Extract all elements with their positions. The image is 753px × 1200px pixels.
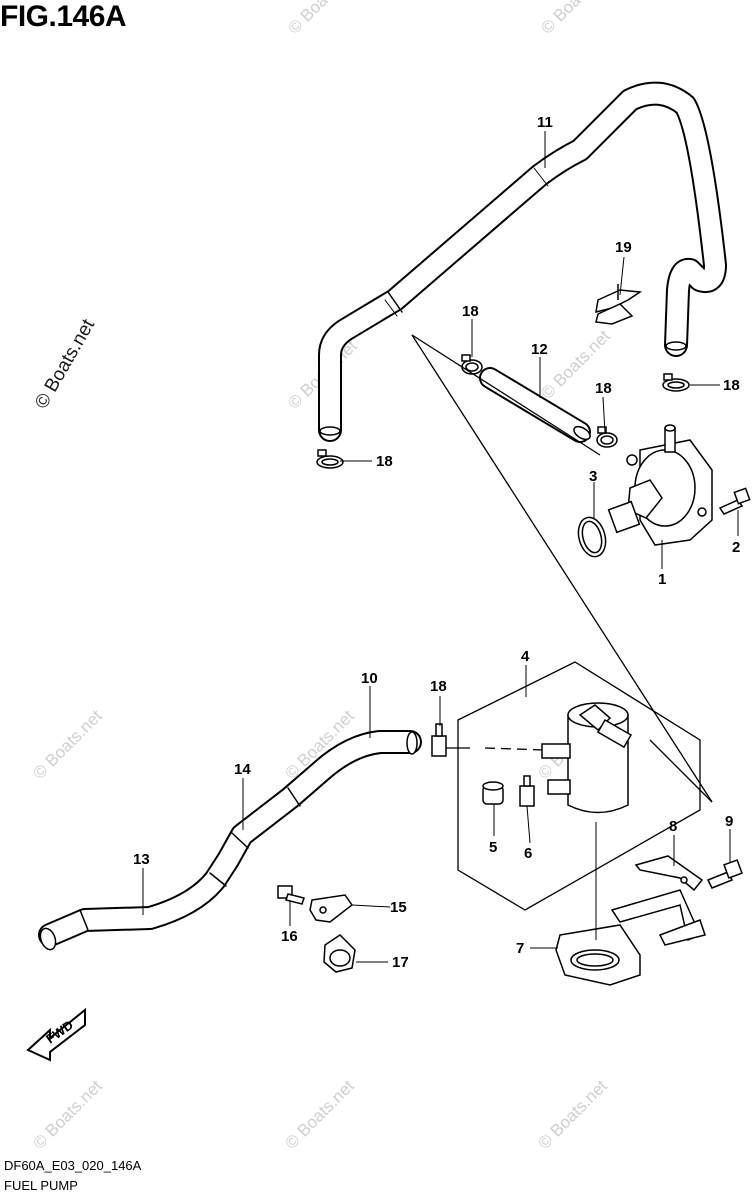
watermark-text: © Boats.net — [537, 0, 614, 38]
o-ring-3 — [577, 516, 607, 558]
callout-19: 19 — [615, 239, 632, 256]
clip-18 — [596, 426, 618, 448]
clamp-17 — [323, 934, 356, 973]
callout-10: 10 — [361, 670, 378, 687]
callout-1: 1 — [658, 571, 666, 588]
filter-assembly-box — [411, 334, 713, 911]
callout-3: 3 — [589, 468, 597, 485]
callout-9: 9 — [725, 813, 733, 830]
bracket-8 — [610, 855, 706, 946]
leader-lines — [142, 131, 739, 963]
callout-18: 18 — [462, 303, 479, 320]
bracket-7 — [555, 924, 641, 986]
callout-18: 18 — [723, 377, 740, 394]
clip-19 — [595, 284, 643, 325]
callout-15: 15 — [390, 899, 407, 916]
clip-18 — [431, 723, 447, 757]
watermark-text: © Boats.net — [284, 0, 361, 38]
watermark-text: © Boats.net — [31, 315, 99, 412]
clip-6 — [519, 775, 535, 807]
watermark-text: © Boats.net — [281, 1076, 358, 1153]
bolt-9 — [706, 859, 743, 889]
bolt-2 — [718, 487, 751, 515]
callouts: 11 19 18 12 18 18 18 3 2 1 4 10 18 14 5 … — [133, 114, 740, 971]
callout-18: 18 — [376, 453, 393, 470]
clip-18 — [316, 449, 344, 469]
callout-7: 7 — [516, 940, 524, 957]
fuel-filter-4 — [541, 702, 633, 814]
callout-13: 13 — [133, 851, 150, 868]
callout-18: 18 — [595, 380, 612, 397]
callout-2: 2 — [732, 539, 740, 556]
hose-10-14-13 — [38, 730, 422, 951]
callout-4: 4 — [521, 648, 530, 665]
watermark-text: © Boats.net — [29, 1076, 106, 1153]
watermark-text: © Boats.net — [29, 706, 106, 783]
callout-17: 17 — [392, 954, 409, 971]
footer-caption: FUEL PUMP — [4, 1178, 78, 1193]
clip-18 — [461, 354, 483, 375]
clip-18 — [662, 373, 690, 392]
bolt-16 — [277, 885, 305, 905]
footer-code: DF60A_E03_020_146A — [4, 1158, 142, 1173]
callout-14: 14 — [234, 761, 251, 778]
part-5 — [482, 781, 504, 805]
callout-16: 16 — [281, 928, 298, 945]
callout-11: 11 — [537, 114, 553, 131]
figure-title: FIG.146A — [0, 0, 127, 33]
fuel-pump-1 — [607, 424, 713, 546]
watermark-text: © Boats.net — [534, 1076, 611, 1153]
callout-18: 18 — [430, 678, 447, 695]
callout-6: 6 — [524, 845, 532, 862]
hose-11 — [318, 81, 727, 442]
callout-12: 12 — [531, 341, 548, 358]
callout-8: 8 — [669, 818, 677, 835]
callout-5: 5 — [489, 839, 497, 856]
plate-15 — [309, 894, 354, 923]
hose-12 — [479, 367, 591, 443]
fwd-arrow: FWD — [26, 1007, 86, 1062]
